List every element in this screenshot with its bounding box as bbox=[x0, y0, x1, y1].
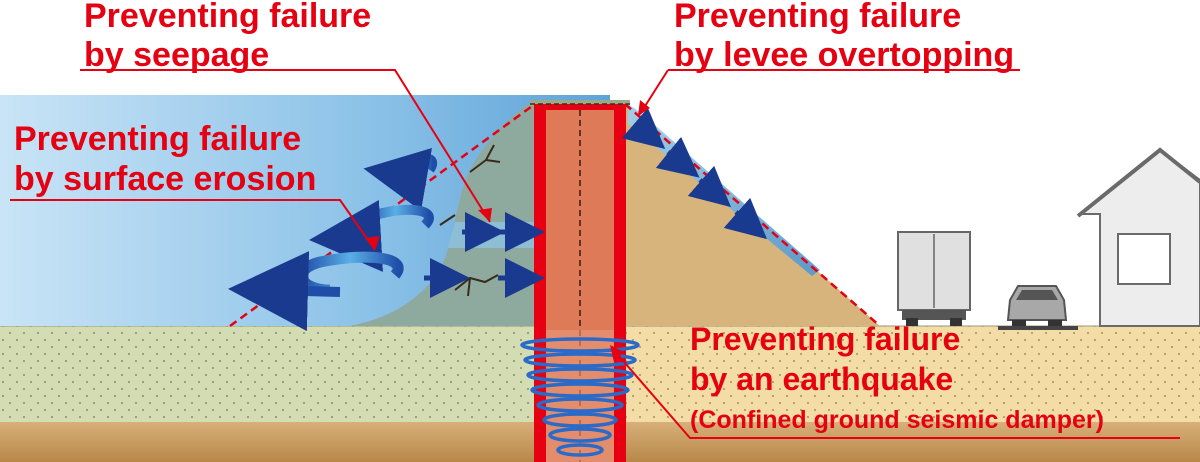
earthquake-label-line1: Preventing failure bbox=[690, 321, 960, 357]
leader-lines bbox=[10, 69, 1180, 439]
seepage-label-line1: Preventing failure bbox=[84, 0, 371, 35]
seepage-band bbox=[448, 222, 540, 248]
overtopping-arrows bbox=[621, 107, 768, 240]
swirl-arrow-icon bbox=[228, 147, 437, 332]
ground-right-layer bbox=[625, 326, 1200, 426]
coil-spring-icon bbox=[520, 337, 640, 457]
erosion-label-line2: by surface erosion bbox=[14, 160, 316, 198]
erosion-label-line1: Preventing failure bbox=[14, 120, 301, 158]
house-icon bbox=[1076, 147, 1200, 327]
earthquake-label-line2: by an earthquake bbox=[690, 361, 953, 397]
overtopping-label-line2: by levee overtopping bbox=[674, 36, 1014, 74]
car-icon bbox=[998, 285, 1078, 330]
ground-left-layer bbox=[0, 326, 540, 426]
seepage-arrow-icon bbox=[424, 212, 545, 298]
overtopping-label-line1: Preventing failure bbox=[674, 0, 961, 35]
levee-riverside-face bbox=[350, 104, 540, 326]
truck-icon bbox=[897, 231, 971, 326]
earthquake-label-line3: (Confined ground seismic damper) bbox=[690, 406, 1104, 434]
leader-arrowheads bbox=[365, 100, 650, 362]
seepage-label-line2: by seepage bbox=[84, 36, 269, 74]
